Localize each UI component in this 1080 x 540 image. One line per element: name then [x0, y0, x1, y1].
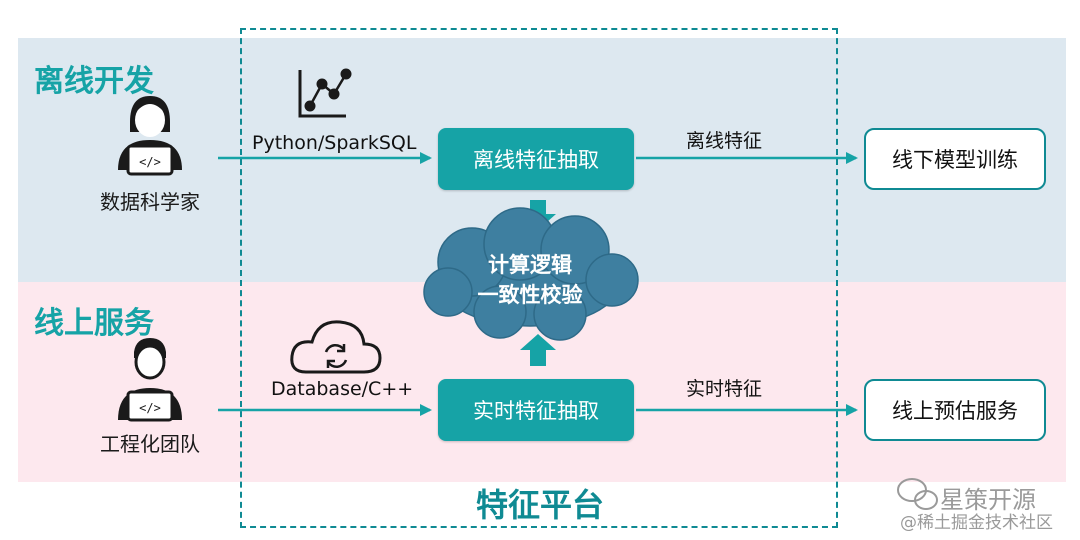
- wechat-watermark-icon: [897, 478, 938, 510]
- offline-model-training-box: 线下模型训练: [864, 128, 1046, 190]
- online-section-title: 线上服务: [34, 306, 154, 341]
- realtime-feature-extraction-box: 实时特征抽取: [438, 379, 634, 441]
- consistency-cloud-icon: [423, 207, 639, 341]
- online-prediction-service-box: 线上预估服务: [864, 379, 1046, 441]
- data-scientist-avatar-icon: </>: [118, 96, 182, 176]
- consistency-line-2: 一致性校验: [477, 283, 583, 307]
- watermark-community: @稀土掘金技术社区: [900, 513, 1053, 533]
- cloud-sync-icon: [290, 320, 382, 374]
- watermark-brand: 星策开源: [940, 486, 1036, 514]
- consistency-line-1: 计算逻辑: [488, 253, 572, 277]
- engineering-team-avatar-icon: </>: [118, 338, 182, 422]
- offline-tool-label: Python/SparkSQL: [252, 132, 417, 154]
- line-chart-icon: [298, 68, 352, 118]
- offline-section-title: 离线开发: [34, 64, 154, 99]
- online-tool-label: Database/C++: [271, 378, 414, 400]
- engineering-team-label: 工程化团队: [100, 432, 200, 456]
- data-scientist-label: 数据科学家: [100, 190, 200, 214]
- svg-text:</>: </>: [139, 155, 161, 169]
- svg-text:</>: </>: [139, 401, 161, 415]
- offline-feature-extraction-box: 离线特征抽取: [438, 128, 634, 190]
- consistency-check-text: 计算逻辑 一致性校验: [450, 250, 610, 310]
- up-block-arrow: [520, 334, 556, 366]
- feature-platform-frame: [240, 28, 838, 528]
- offline-feature-flow-label: 离线特征: [686, 130, 763, 152]
- realtime-feature-flow-label: 实时特征: [686, 378, 763, 400]
